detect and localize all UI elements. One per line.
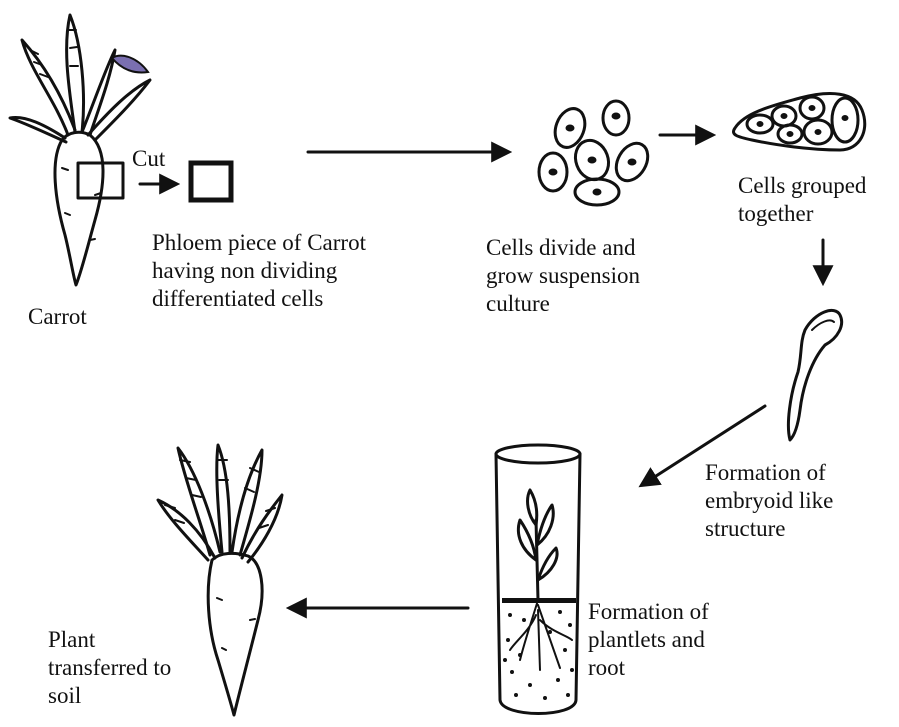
- suspension-cells: [539, 101, 654, 205]
- label-carrot: Carrot: [28, 303, 87, 331]
- label-plant-to-soil: Plant transferred to soil: [48, 626, 171, 710]
- label-embryoid: Formation of embryoid like structure: [705, 459, 833, 543]
- label-cells-grouped: Cells grouped together: [738, 172, 866, 228]
- mature-carrot-plant: [158, 445, 282, 715]
- phloem-piece-square: [191, 163, 231, 200]
- carrot-illustration: [10, 15, 150, 285]
- embryoid-structure: [788, 310, 841, 440]
- label-phloem-piece: Phloem piece of Carrot having non dividi…: [152, 229, 366, 313]
- label-cut: Cut: [132, 145, 165, 173]
- label-suspension-culture: Cells divide and grow suspension culture: [486, 234, 640, 318]
- test-tube-plantlet: [496, 445, 580, 714]
- grouped-cells: [734, 94, 865, 150]
- label-plantlets: Formation of plantlets and root: [588, 598, 709, 682]
